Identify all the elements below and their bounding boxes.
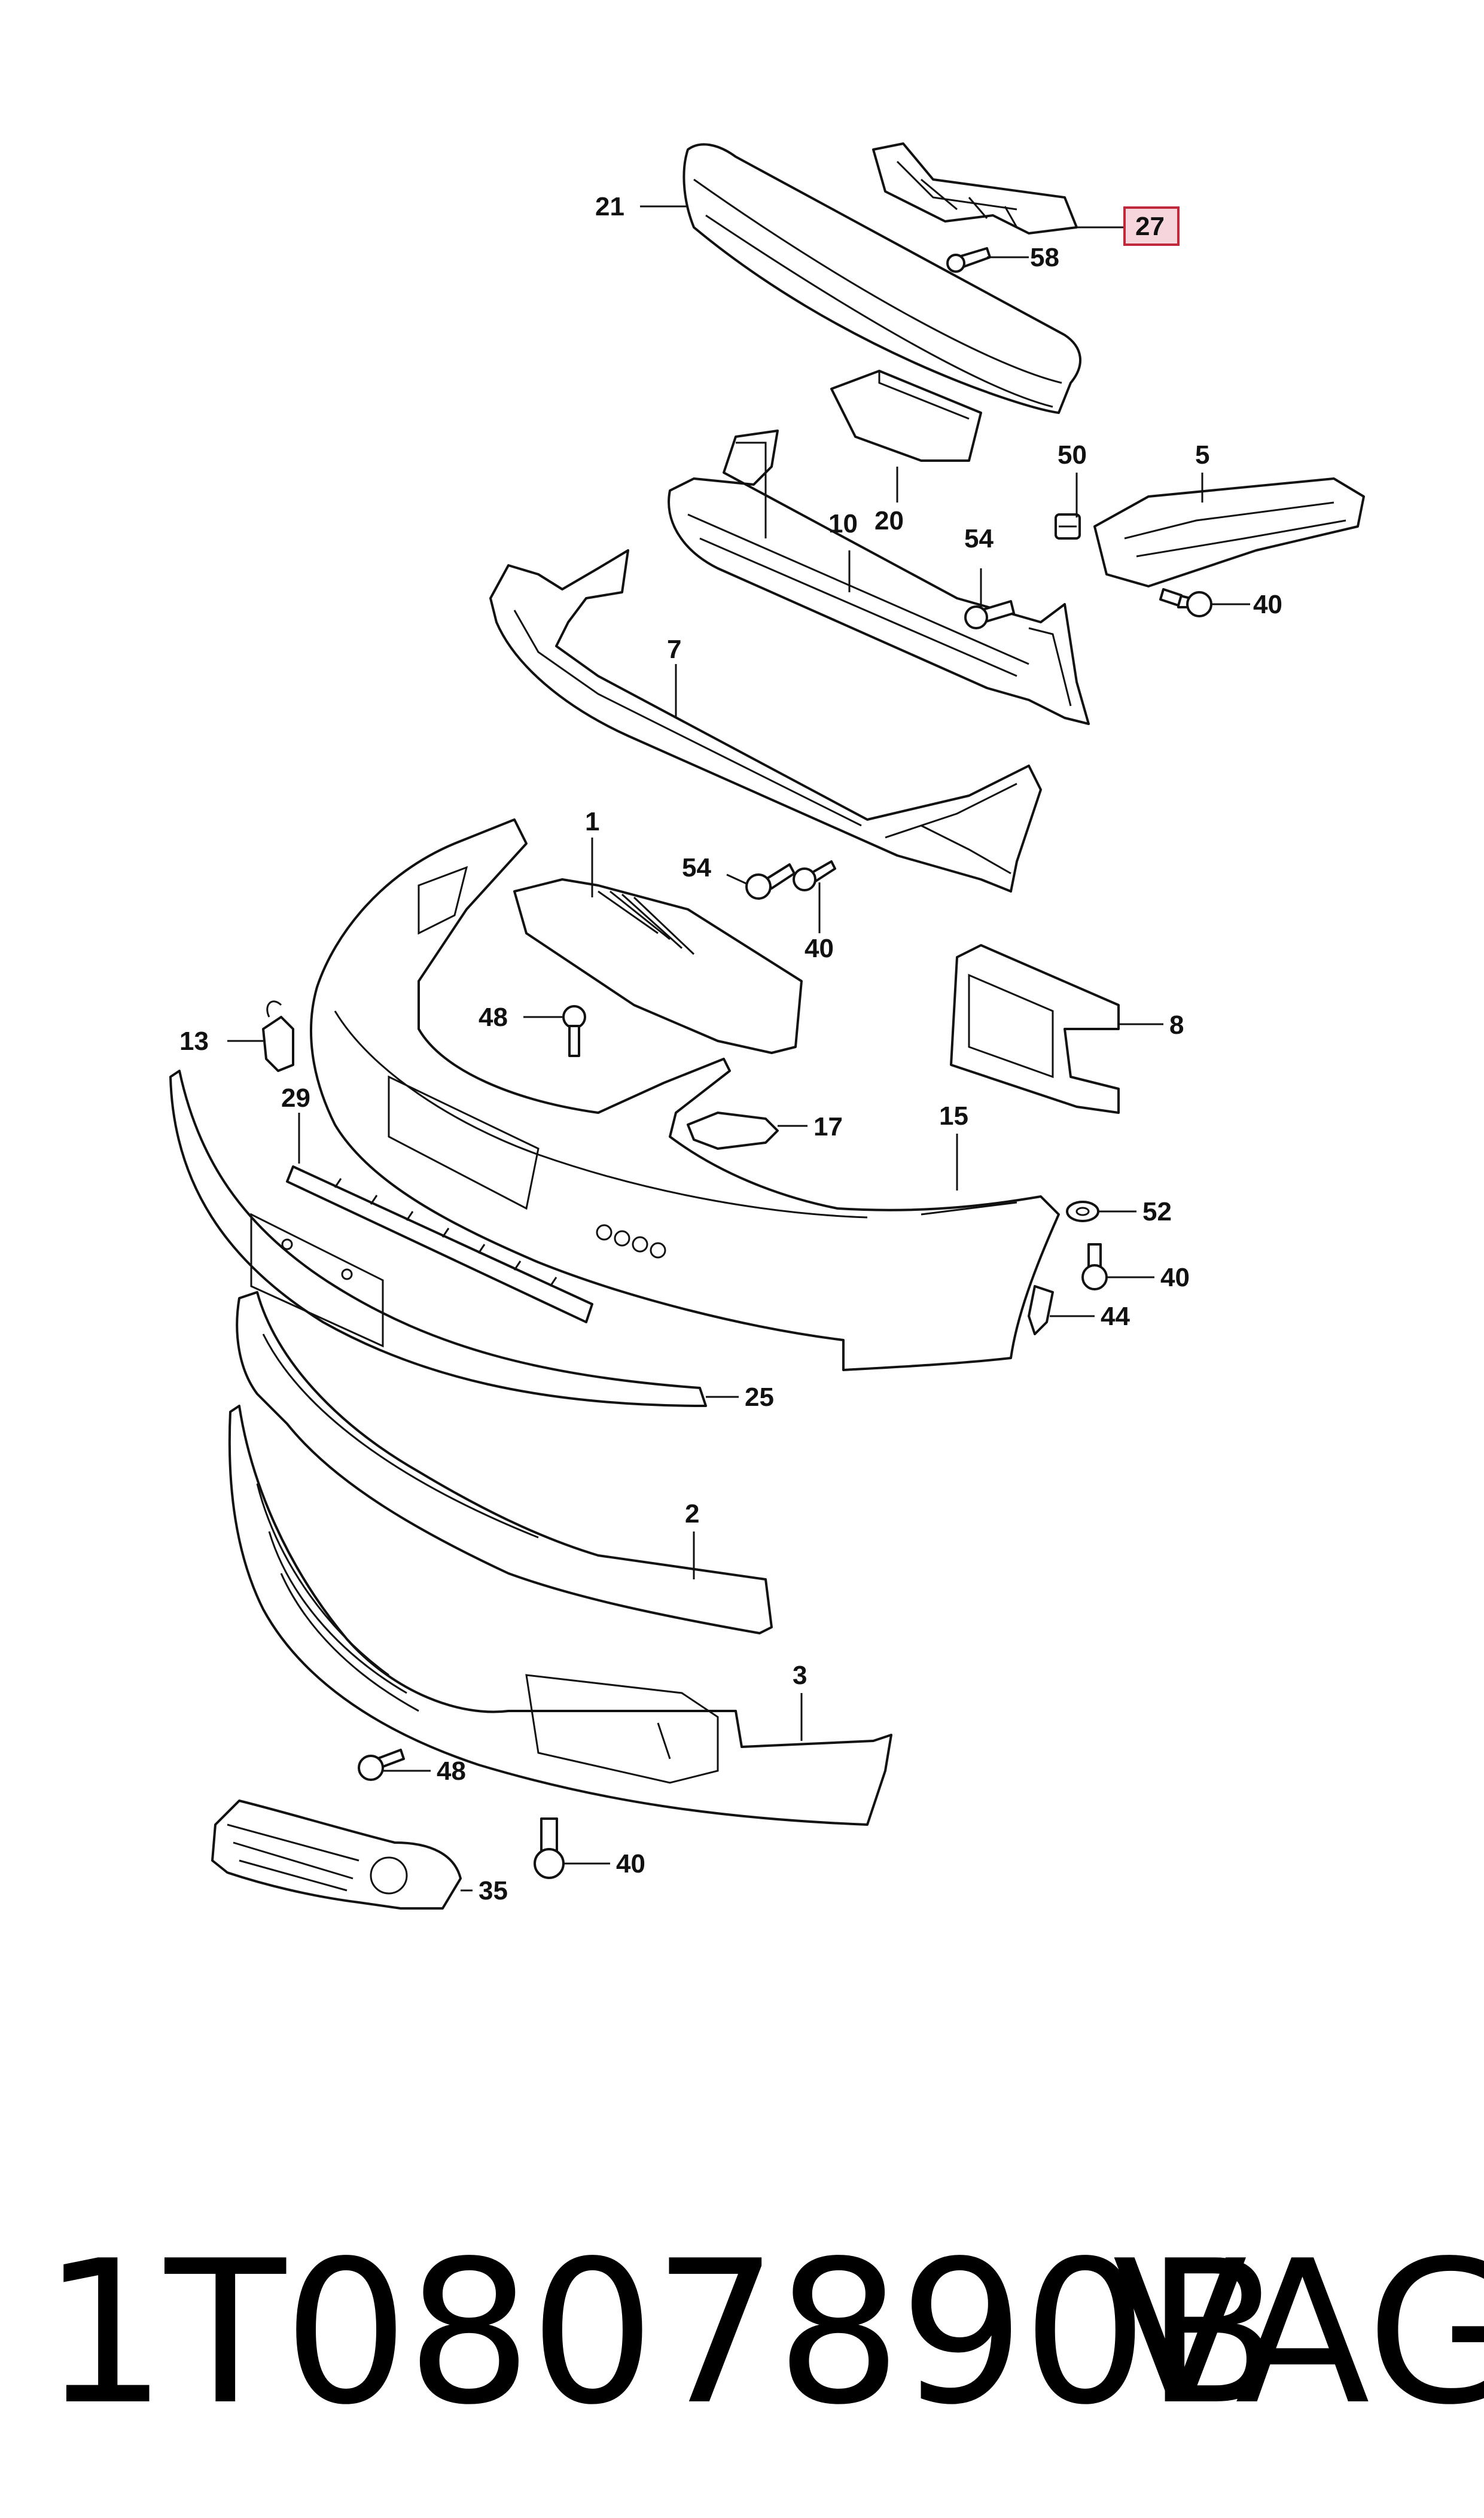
part-48a-bolt[interactable]: [562, 1005, 586, 1057]
callout-5: 5: [1195, 440, 1209, 470]
callout-29: 29: [281, 1083, 310, 1113]
part-40c-bolt[interactable]: [1081, 1243, 1108, 1290]
part-29-bracket-strip[interactable]: [286, 1165, 593, 1323]
part-54b-bolt[interactable]: [745, 863, 796, 900]
part-50-clip[interactable]: [1055, 513, 1081, 540]
callout-48a: 48: [479, 1003, 508, 1032]
callout-44: 44: [1101, 1302, 1130, 1331]
part-15-bumper-cover[interactable]: [310, 818, 1060, 1371]
callout-15: 15: [939, 1101, 968, 1131]
part-27-bracket[interactable]: [872, 142, 1078, 235]
part-35-fog-grille[interactable]: [211, 1800, 462, 1910]
part-17-cap[interactable]: [687, 1112, 779, 1150]
callout-2: 2: [685, 1499, 699, 1529]
part-40b-bolt[interactable]: [793, 860, 836, 891]
callout-40d: 40: [616, 1849, 645, 1878]
part-7-lower-carrier[interactable]: [489, 549, 1042, 893]
part-40d-bolt[interactable]: [534, 1817, 565, 1879]
part-48b-bolt[interactable]: [358, 1749, 405, 1781]
part-21-impact-absorber[interactable]: [682, 143, 1081, 414]
brand-label: VAG: [1113, 2218, 1484, 2448]
callout-40b: 40: [805, 934, 834, 963]
callout-58: 58: [1030, 243, 1059, 272]
part-44-clip[interactable]: [1028, 1285, 1054, 1335]
highlight-box-27: [1123, 206, 1180, 246]
callout-52: 52: [1142, 1197, 1172, 1226]
part-25-trim-strip[interactable]: [169, 1070, 707, 1407]
callout-8: 8: [1169, 1010, 1184, 1040]
part-10-bumper-carrier[interactable]: [668, 430, 1090, 725]
callout-40a: 40: [1253, 590, 1282, 619]
part-8-bracket-plate[interactable]: [950, 944, 1120, 1114]
callout-54b: 54: [682, 853, 711, 882]
leader-lines: [227, 205, 1250, 1892]
part-2-spoiler[interactable]: [236, 1291, 773, 1634]
callout-25: 25: [745, 1383, 774, 1412]
callout-48b: 48: [437, 1756, 466, 1786]
part-1-center-trim[interactable]: [513, 878, 803, 1054]
callout-21: 21: [595, 192, 624, 221]
callout-10: 10: [828, 509, 858, 538]
callout-17: 17: [813, 1112, 843, 1141]
callout-7: 7: [667, 635, 681, 664]
exploded-parts-diagram: 21 27 58 20 50 5 10 54 40 7 1 54 40 8 13…: [169, 142, 1365, 1910]
part-number: 1T0807890B: [42, 2218, 1281, 2448]
part-40a-bolt[interactable]: [1159, 588, 1212, 617]
callout-13: 13: [179, 1027, 209, 1056]
callout-50: 50: [1058, 440, 1087, 470]
part-58-screw[interactable]: [946, 247, 991, 273]
callout-3: 3: [793, 1661, 807, 1690]
callout-20: 20: [874, 506, 904, 535]
part-54a-bolt[interactable]: [964, 600, 1015, 629]
callout-35: 35: [479, 1876, 508, 1905]
part-13-hook-cover[interactable]: [262, 1000, 294, 1072]
part-5-guide-bracket[interactable]: [1093, 477, 1365, 587]
callout-40c: 40: [1160, 1263, 1190, 1292]
callout-labels: 21 27 58 20 50 5 10 54 40 7 1 54 40 8 13…: [179, 192, 1282, 1905]
part-52-washer[interactable]: [1066, 1201, 1099, 1222]
part-3-lower-grille[interactable]: [228, 1405, 892, 1826]
callout-54a: 54: [964, 524, 994, 553]
callout-1: 1: [585, 807, 599, 836]
callout-27[interactable]: 27: [1135, 212, 1165, 241]
part-20-spacer[interactable]: [830, 370, 982, 462]
